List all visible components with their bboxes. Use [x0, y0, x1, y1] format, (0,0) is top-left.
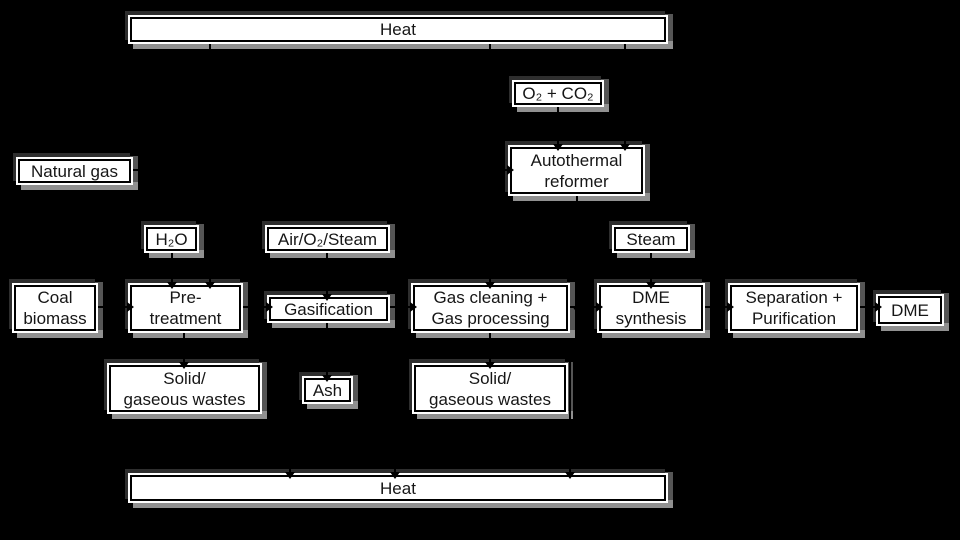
node-wastes-left-label: Solid/ gaseous wastes	[109, 365, 260, 412]
node-gas-cleaning: Gas cleaning + Gas processing	[411, 283, 570, 333]
arrow-gasification-to-gascleaning	[390, 302, 417, 312]
node-dme-product: DME	[876, 294, 944, 326]
arrow-gasification-to-ash	[322, 323, 332, 382]
arrow-steam-to-dmesynthesis	[646, 253, 656, 289]
arrow-to-heatbottom-1	[285, 340, 295, 479]
node-h2o: H₂O	[144, 225, 199, 253]
arrow-pretreatment-to-gasification	[243, 302, 273, 312]
node-autothermal-reformer-label: Autothermal reformer	[510, 147, 643, 194]
node-wastes-right-label: Solid/ gaseous wastes	[414, 365, 566, 412]
arrow-coal-to-pretreatment	[98, 302, 134, 312]
node-air-o2-steam: Air/O₂/Steam	[265, 225, 390, 253]
arrow-pretreatment-to-wastes-left	[179, 333, 189, 369]
node-h2o-label: H₂O	[146, 227, 197, 251]
node-steam-label: Steam	[614, 227, 688, 251]
node-separation-purification-label: Separation + Purification	[730, 285, 858, 331]
arrow-heat-to-reformer	[620, 44, 630, 151]
arrow-to-heatbottom-2	[390, 340, 400, 479]
node-dme-product-label: DME	[878, 296, 942, 324]
node-separation-purification: Separation + Purification	[728, 283, 860, 333]
node-autothermal-reformer: Autothermal reformer	[508, 145, 645, 196]
arrow-h2o-to-pretreatment	[167, 253, 177, 289]
node-dme-synthesis: DME synthesis	[597, 283, 705, 333]
arrow-o2co2-to-reformer	[553, 107, 563, 151]
node-o2-co2-label: O₂ + CO₂	[514, 82, 602, 105]
arrow-naturalgas-to-reformer	[133, 165, 514, 175]
node-steam: Steam	[612, 225, 690, 253]
node-coal-biomass: Coal biomass	[12, 283, 98, 333]
arrow-air-to-gasification	[322, 253, 332, 301]
arrow-to-heatbottom-3	[565, 340, 575, 479]
arrow-separation-to-dme	[860, 302, 882, 312]
node-wastes-right: Solid/ gaseous wastes	[412, 363, 568, 414]
node-wastes-left: Solid/ gaseous wastes	[107, 363, 262, 414]
node-ash-label: Ash	[304, 378, 351, 402]
arrow-heat-to-gascleaning	[485, 44, 495, 289]
arrow-heat-to-pretreatment	[205, 44, 215, 289]
node-pre-treatment: Pre- treatment	[128, 283, 243, 333]
node-coal-biomass-label: Coal biomass	[14, 285, 96, 331]
node-pre-treatment-label: Pre- treatment	[130, 285, 241, 331]
node-air-o2-steam-label: Air/O₂/Steam	[267, 227, 388, 251]
node-heat-top-label: Heat	[130, 17, 666, 42]
arrow-gascleaning-to-wastes-right	[485, 333, 495, 369]
arrow-gascleaning-to-dmesynthesis	[570, 302, 603, 312]
arrow-dmesynthesis-to-separation	[705, 302, 734, 312]
node-natural-gas-label: Natural gas	[18, 159, 131, 183]
arrow-reformer-to-mainline	[572, 196, 582, 313]
node-natural-gas: Natural gas	[16, 157, 133, 185]
node-gas-cleaning-label: Gas cleaning + Gas processing	[413, 285, 568, 331]
node-o2-co2: O₂ + CO₂	[512, 80, 604, 107]
node-heat-top: Heat	[128, 15, 668, 44]
node-dme-synthesis-label: DME synthesis	[599, 285, 703, 331]
